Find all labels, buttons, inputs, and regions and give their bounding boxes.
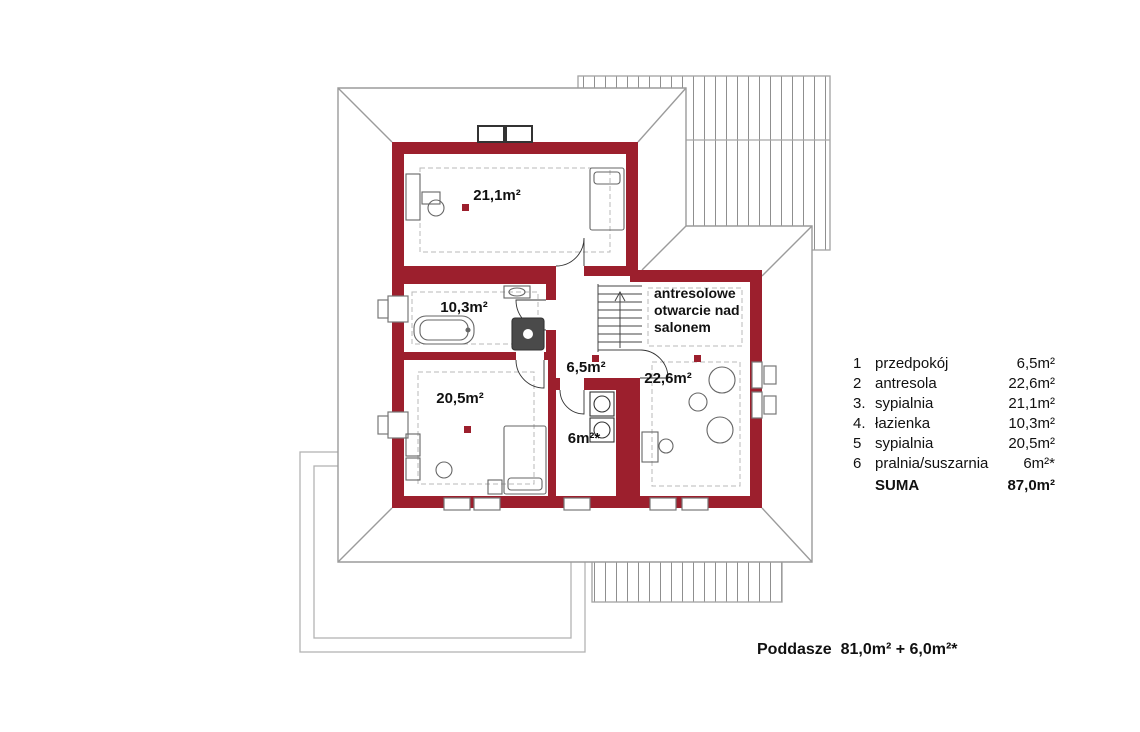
legend-row: 1 przedpokój 6,5m²: [853, 354, 1055, 374]
legend-room-area: 10,3m²: [1008, 415, 1055, 432]
nightstand-icon: [487, 479, 503, 495]
chimney: [477, 125, 505, 143]
label-laundry: 6m²*: [568, 430, 601, 447]
legend-room-number: 5: [853, 435, 862, 452]
label-hall: 6,5m²: [566, 359, 605, 376]
chair-icon: [658, 438, 674, 454]
label-bathroom: 10,3m²: [440, 299, 488, 316]
table-icon: [708, 366, 736, 394]
label-bedroom-bottom: 20,5m²: [436, 390, 484, 407]
label-bedroom-top: 21,1m²: [473, 187, 521, 204]
legend-row: 6 pralnia/suszarnia 6m²*: [853, 454, 1055, 474]
deck-bottom: [591, 555, 783, 603]
posts: [462, 204, 701, 433]
window-marker: [681, 497, 709, 511]
window-marker: [751, 391, 763, 419]
desk-icon: [641, 431, 659, 463]
label-antresola: 22,6m²: [644, 370, 692, 387]
window-sill: [763, 395, 777, 415]
wardrobe-icon: [405, 433, 421, 457]
antresola-note-line1: antresolowe: [654, 285, 736, 301]
chair-icon: [435, 461, 453, 479]
window-marker: [563, 497, 591, 511]
window-sill: [763, 365, 777, 385]
legend-room-name: antresola: [875, 375, 937, 392]
legend-room-number: 4.: [853, 415, 866, 432]
wardrobe-icon: [405, 173, 421, 221]
stair-passage: [630, 282, 640, 352]
legend-row: 4. łazienka 10,3m²: [853, 414, 1055, 434]
faucet-icon: [465, 327, 471, 333]
door-arc: [639, 349, 669, 379]
window-sill: [377, 415, 389, 435]
door-gap: [556, 266, 584, 276]
floor-summary: Poddasze 81,0m² + 6,0m²*: [757, 641, 958, 658]
pillow-icon: [593, 171, 621, 185]
window-marker: [751, 361, 763, 389]
legend-total-area: 87,0m²: [1007, 477, 1055, 494]
legend-room-area: 6m²*: [1023, 455, 1055, 472]
window-marker: [649, 497, 677, 511]
door-gap: [560, 378, 584, 390]
washer-door: [593, 395, 611, 413]
legend-total-row: SUMA 87,0m²: [853, 476, 1055, 496]
legend-room-number: 1: [853, 355, 862, 372]
door-arc: [559, 389, 585, 415]
legend-room-name: pralnia/suszarnia: [875, 455, 989, 472]
room-bedroom-top: [404, 154, 626, 266]
washer-icon: [589, 391, 615, 417]
window-marker: [473, 497, 501, 511]
legend-row: 3. sypialnia 21,1m²: [853, 394, 1055, 414]
room-laundry: [556, 390, 616, 496]
pillow-icon: [507, 477, 543, 491]
legend-room-name: przedpokój: [875, 355, 949, 372]
legend-room-name: sypialnia: [875, 395, 934, 412]
sink-icon: [503, 285, 531, 299]
dryer-door: [593, 421, 611, 439]
legend-row: 5 sypialnia 20,5m²: [853, 434, 1055, 454]
window-marker: [387, 295, 409, 323]
legend-room-area: 22,6m²: [1008, 375, 1055, 392]
openings: [377, 125, 777, 511]
wardrobe-icon: [405, 457, 421, 481]
legend-room-name: łazienka: [875, 415, 931, 432]
antresola-note-line3: salonem: [654, 319, 711, 335]
room-bedroom-bottom: [404, 360, 548, 496]
bathtub-icon: [413, 315, 475, 345]
legend-room-number: 6: [853, 455, 862, 472]
window-sill: [377, 299, 389, 319]
area-legend: 1 przedpokój 6,5m² 2 antresola 22,6m² 3.…: [853, 354, 1055, 496]
dryer-icon: [589, 417, 615, 443]
chair-icon: [706, 416, 734, 444]
window-marker: [443, 497, 471, 511]
shower-drain: [523, 329, 533, 339]
legend-total-label: SUMA: [875, 477, 920, 494]
stairs: [597, 284, 642, 352]
legend-room-number: 3.: [853, 395, 866, 412]
window-marker: [387, 411, 409, 439]
door-gap: [546, 300, 556, 330]
legend-room-area: 20,5m²: [1008, 435, 1055, 452]
room-labels: 21,1m² 10,3m² 6,5m² 22,6m² 20,5m² 6m²* a…: [436, 187, 739, 447]
chair-icon: [688, 392, 708, 412]
door-gap: [516, 352, 544, 360]
legend-row: 2 antresola 22,6m²: [853, 374, 1055, 394]
legend-room-area: 21,1m²: [1008, 395, 1055, 412]
roof-hip-lines: [337, 87, 813, 563]
antresola-note-line2: otwarcie nad: [654, 302, 740, 318]
door-arc: [555, 237, 585, 267]
door-gap: [630, 350, 640, 378]
desk-icon: [421, 191, 441, 205]
bed-icon: [589, 167, 625, 231]
legend-room-area: 6,5m²: [1016, 355, 1055, 372]
chair-icon: [427, 199, 445, 217]
chimney: [505, 125, 533, 143]
furniture: [405, 167, 736, 495]
legend-room-name: sypialnia: [875, 435, 934, 452]
sink-basin: [508, 287, 526, 297]
legend-total-spacer: [853, 476, 875, 496]
bed-icon: [503, 425, 547, 495]
legend-room-number: 2: [853, 375, 862, 392]
door-arc: [515, 359, 545, 389]
